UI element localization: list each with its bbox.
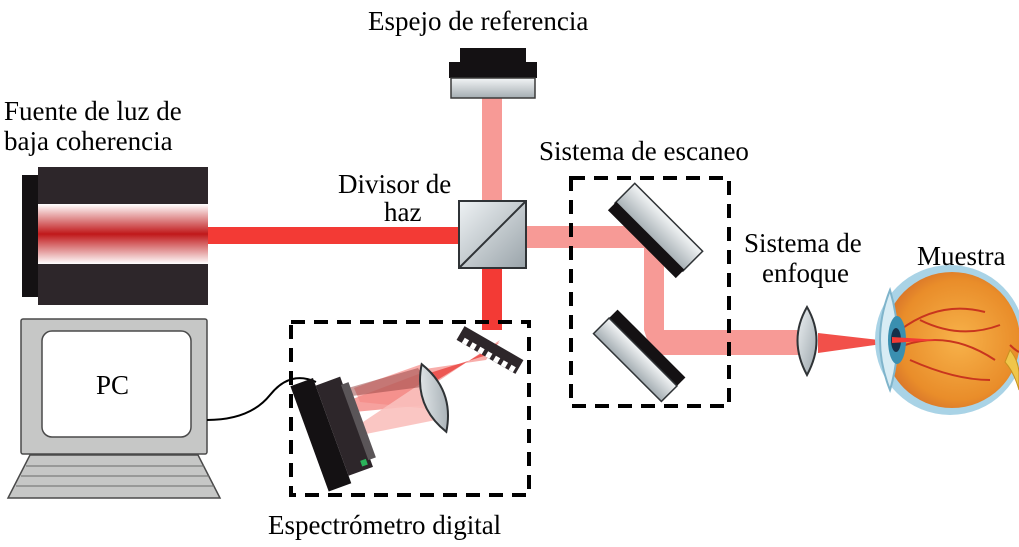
scanning-mirror-1 — [607, 182, 704, 279]
label-beam-splitter-2: haz — [384, 197, 421, 227]
pc-computer — [6, 318, 222, 499]
focused-fan-3 — [360, 380, 436, 434]
beam-sample-arm — [526, 226, 812, 355]
label-light-source-1: Fuente de luz de — [4, 96, 182, 126]
label-scanning-system: Sistema de escaneo — [539, 136, 749, 166]
label-beam-splitter-1: Divisor de — [338, 169, 451, 199]
scanning-system-box — [569, 176, 731, 408]
spectrometer-lens — [419, 362, 449, 434]
beam-source — [206, 227, 462, 244]
beam-splitter — [458, 200, 527, 269]
diffraction-grating — [456, 326, 524, 374]
label-light-source-2: baja coherencia — [4, 126, 173, 156]
focus-lens — [796, 304, 818, 378]
label-focus-system-1: Sistema de — [744, 228, 862, 258]
label-spectrometer: Espectrómetro digital — [268, 510, 501, 540]
label-focus-system-2: enfoque — [762, 258, 849, 288]
label-sample: Muestra — [917, 241, 1005, 271]
pc-cable — [206, 377, 317, 421]
light-source — [22, 167, 208, 305]
reference-mirror — [449, 48, 537, 99]
beam-detection — [482, 268, 502, 330]
dispersed-fan-inner — [420, 342, 500, 388]
focused-fan-dark — [348, 368, 430, 396]
spectrometer-box — [289, 320, 531, 497]
eye-sample — [875, 265, 1019, 415]
scanning-mirror-2 — [592, 309, 686, 403]
label-pc: PC — [96, 370, 129, 400]
beam-focus-cone — [818, 333, 896, 353]
beam-reference — [482, 96, 502, 202]
label-reference-mirror: Espejo de referencia — [368, 6, 588, 36]
line-camera-detector — [290, 376, 376, 492]
